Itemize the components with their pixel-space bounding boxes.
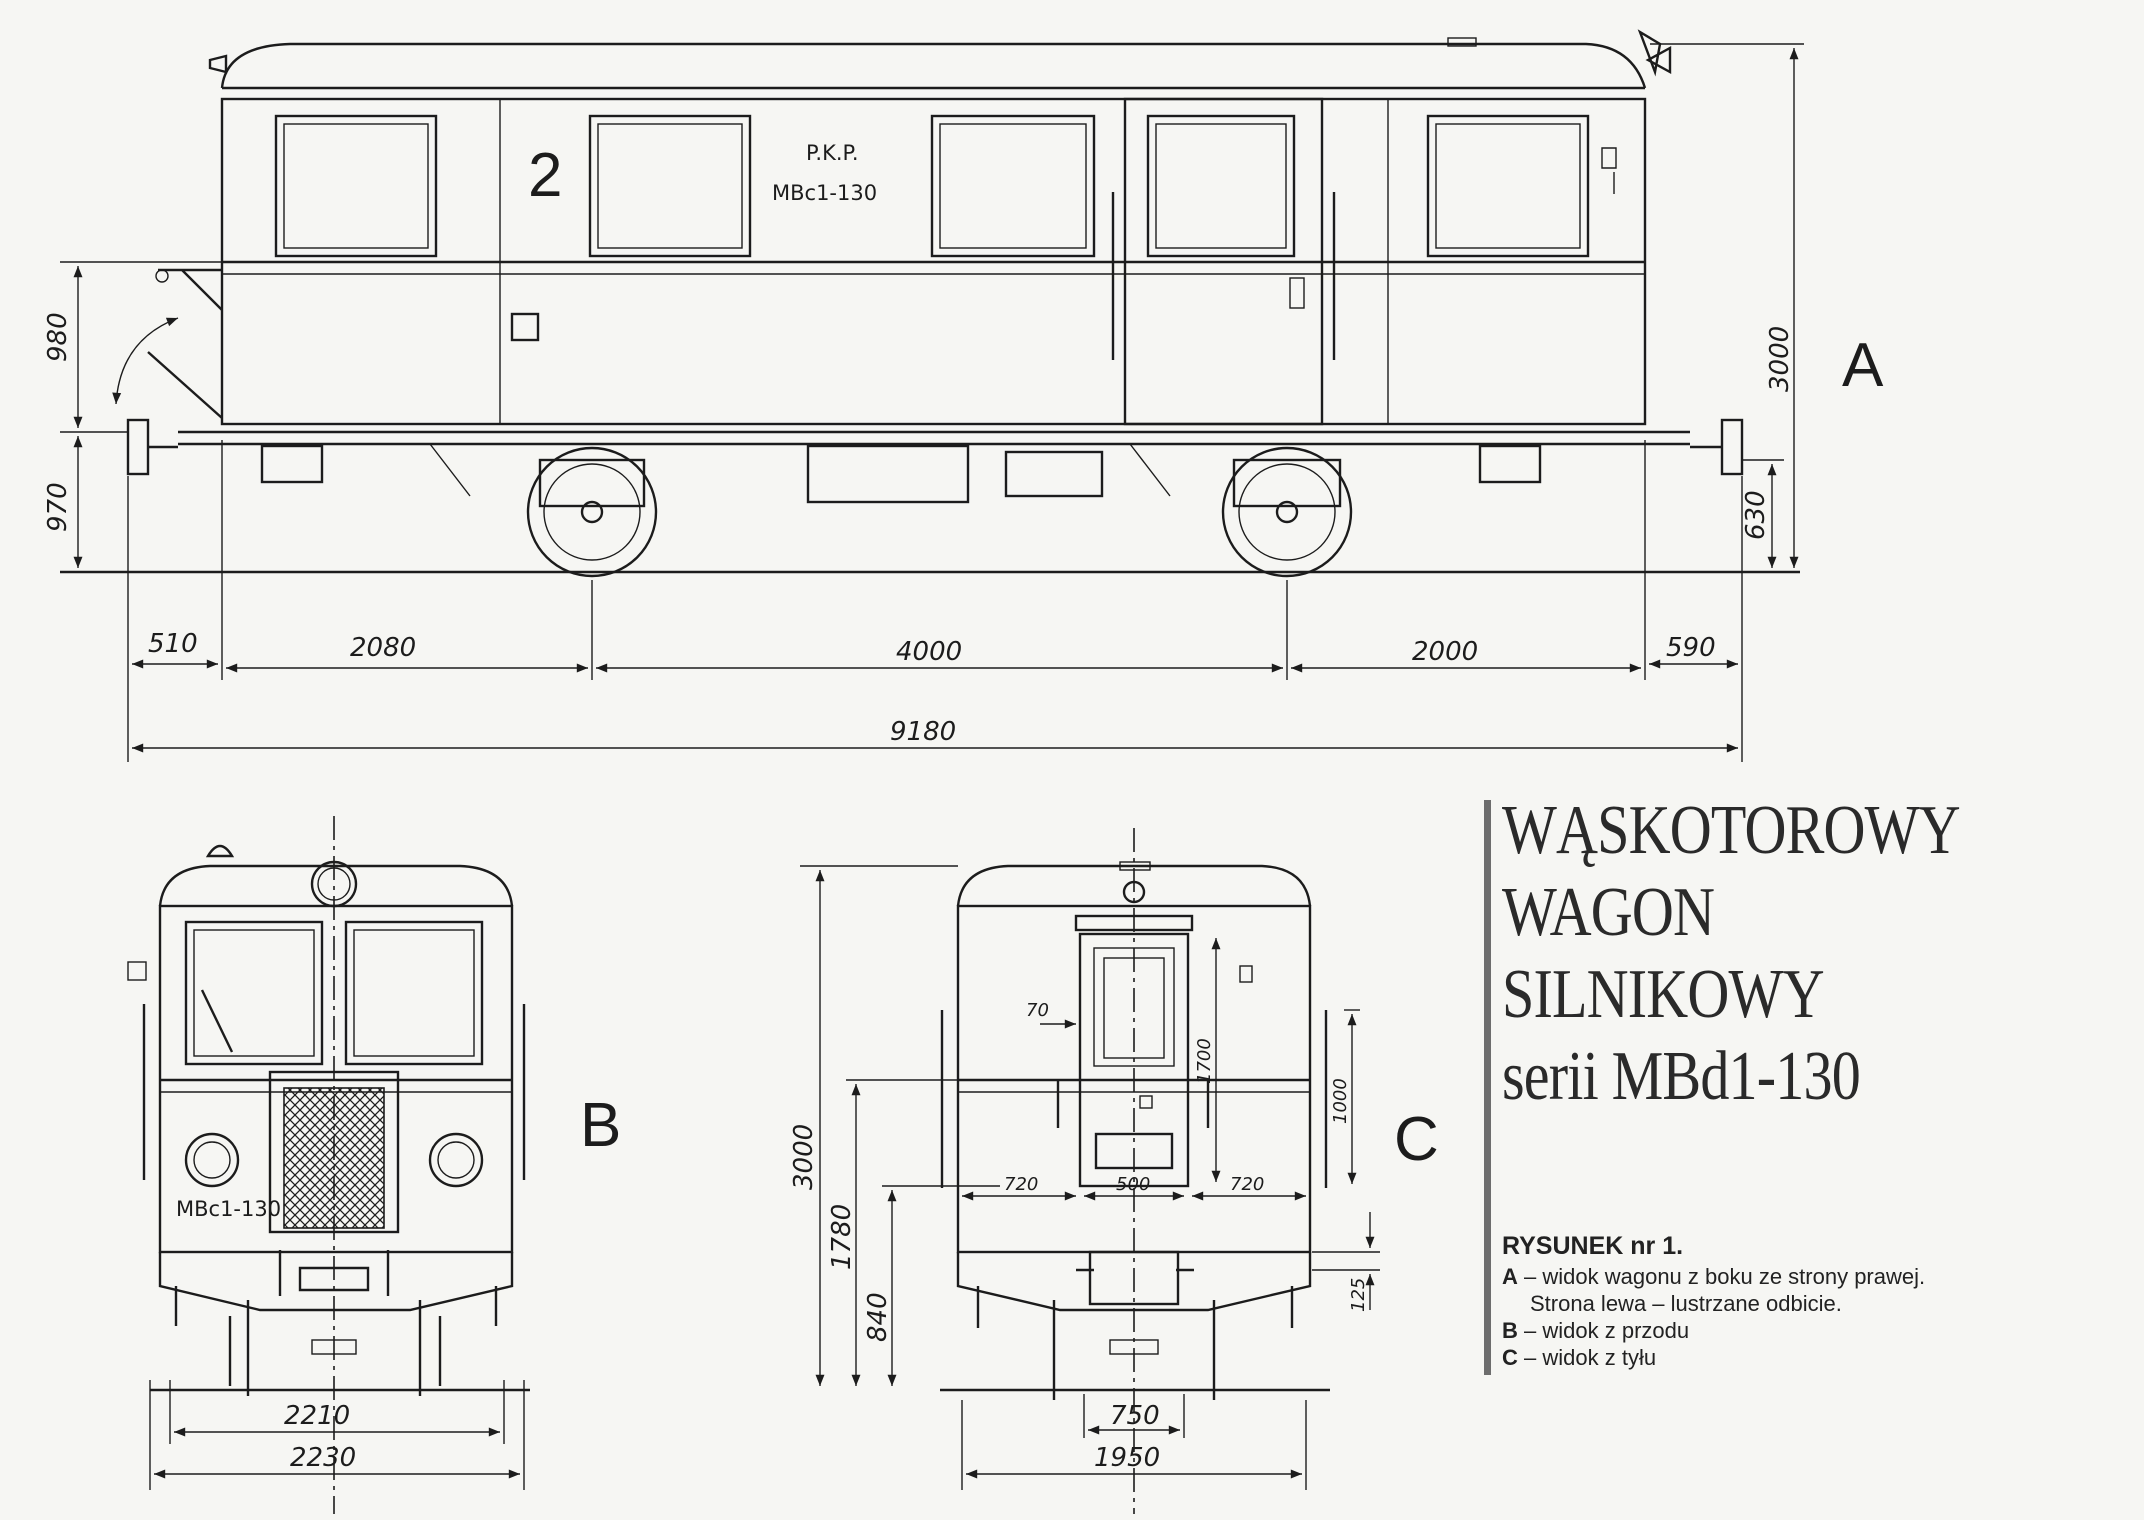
view-letter-a: A <box>1842 331 1884 400</box>
title-line-3: SILNIKOWY <box>1502 956 1825 1033</box>
dim-510: 510 <box>148 629 198 659</box>
dim-630: 630 <box>1741 490 1771 540</box>
side-windows <box>274 114 1590 258</box>
figure-caption: RYSUNEK nr 1. A – widok wagonu z boku ze… <box>1502 1232 1925 1371</box>
rear-roof <box>956 864 1312 907</box>
rear-view: 3000 1780 840 1700 1000 70 720 500 720 1… <box>789 828 1439 1514</box>
dim-2080: 2080 <box>350 633 416 663</box>
dim-2000: 2000 <box>1412 637 1478 667</box>
front-roof <box>158 864 514 907</box>
dim-125: 125 <box>1348 1278 1369 1312</box>
dim-1700: 1700 <box>1194 1038 1215 1084</box>
dim-2210: 2210 <box>284 1401 350 1431</box>
car-number: 2 <box>528 141 562 210</box>
dim-70: 70 <box>1026 1000 1049 1021</box>
rear-door <box>1078 932 1190 1188</box>
dim-2230: 2230 <box>290 1443 356 1473</box>
front-radiator <box>268 1070 400 1234</box>
title-line-4: serii MBd1-130 <box>1502 1038 1861 1115</box>
front-view: MBc1-130 2210 2230 B <box>127 816 621 1514</box>
title-line-2: WAGON <box>1502 874 1715 951</box>
dim-720-left: 720 <box>1004 1174 1038 1195</box>
dim-1780: 1780 <box>827 1204 857 1270</box>
dim-720-right: 720 <box>1230 1174 1264 1195</box>
caption-item-a: A – widok wagonu z boku ze strony prawej… <box>1502 1264 1926 1289</box>
dim-4000: 4000 <box>896 637 962 667</box>
caption-item-b: B – widok z przodu <box>1502 1318 1690 1343</box>
dim-590: 590 <box>1666 633 1716 663</box>
dim-970: 970 <box>43 482 73 532</box>
dim-750: 750 <box>1110 1401 1160 1431</box>
roof-outline <box>220 42 1647 89</box>
title-line-1: WĄSKOTOROWY <box>1502 792 1961 869</box>
dim-3000-rear: 3000 <box>789 1124 819 1190</box>
title-accent-bar <box>1484 800 1491 1375</box>
dim-1000: 1000 <box>1330 1078 1351 1124</box>
caption-item-c: C – widok z tyłu <box>1502 1345 1657 1370</box>
dim-840: 840 <box>863 1292 893 1342</box>
dim-980: 980 <box>43 312 73 362</box>
view-letter-b: B <box>580 1091 621 1160</box>
dim-500: 500 <box>1116 1174 1150 1195</box>
plate-series: MBc1-130 <box>772 181 877 205</box>
front-plate: MBc1-130 <box>176 1197 281 1221</box>
plate-owner: P.K.P. <box>806 141 859 165</box>
caption-heading: RYSUNEK nr 1. <box>1502 1232 1684 1260</box>
front-lamp-left <box>184 1132 240 1188</box>
dim-9180: 9180 <box>890 717 956 747</box>
dim-1950: 1950 <box>1094 1443 1160 1473</box>
side-door <box>1123 97 1324 426</box>
view-letter-c: C <box>1394 1105 1439 1174</box>
dim-3000-side: 3000 <box>1765 326 1795 392</box>
drawing-title: WĄSKOTOROWY WAGON SILNIKOWY serii MBd1-1… <box>1502 790 2054 1118</box>
front-headlamp-top <box>310 860 358 908</box>
side-wheels <box>526 446 1353 578</box>
side-view: 2 P.K.P. MBc1-130 A 980 970 3000 630 510… <box>43 29 1884 762</box>
caption-item-a2: Strona lewa – lustrzane odbicie. <box>1530 1291 1842 1316</box>
front-lamp-right <box>428 1132 484 1188</box>
